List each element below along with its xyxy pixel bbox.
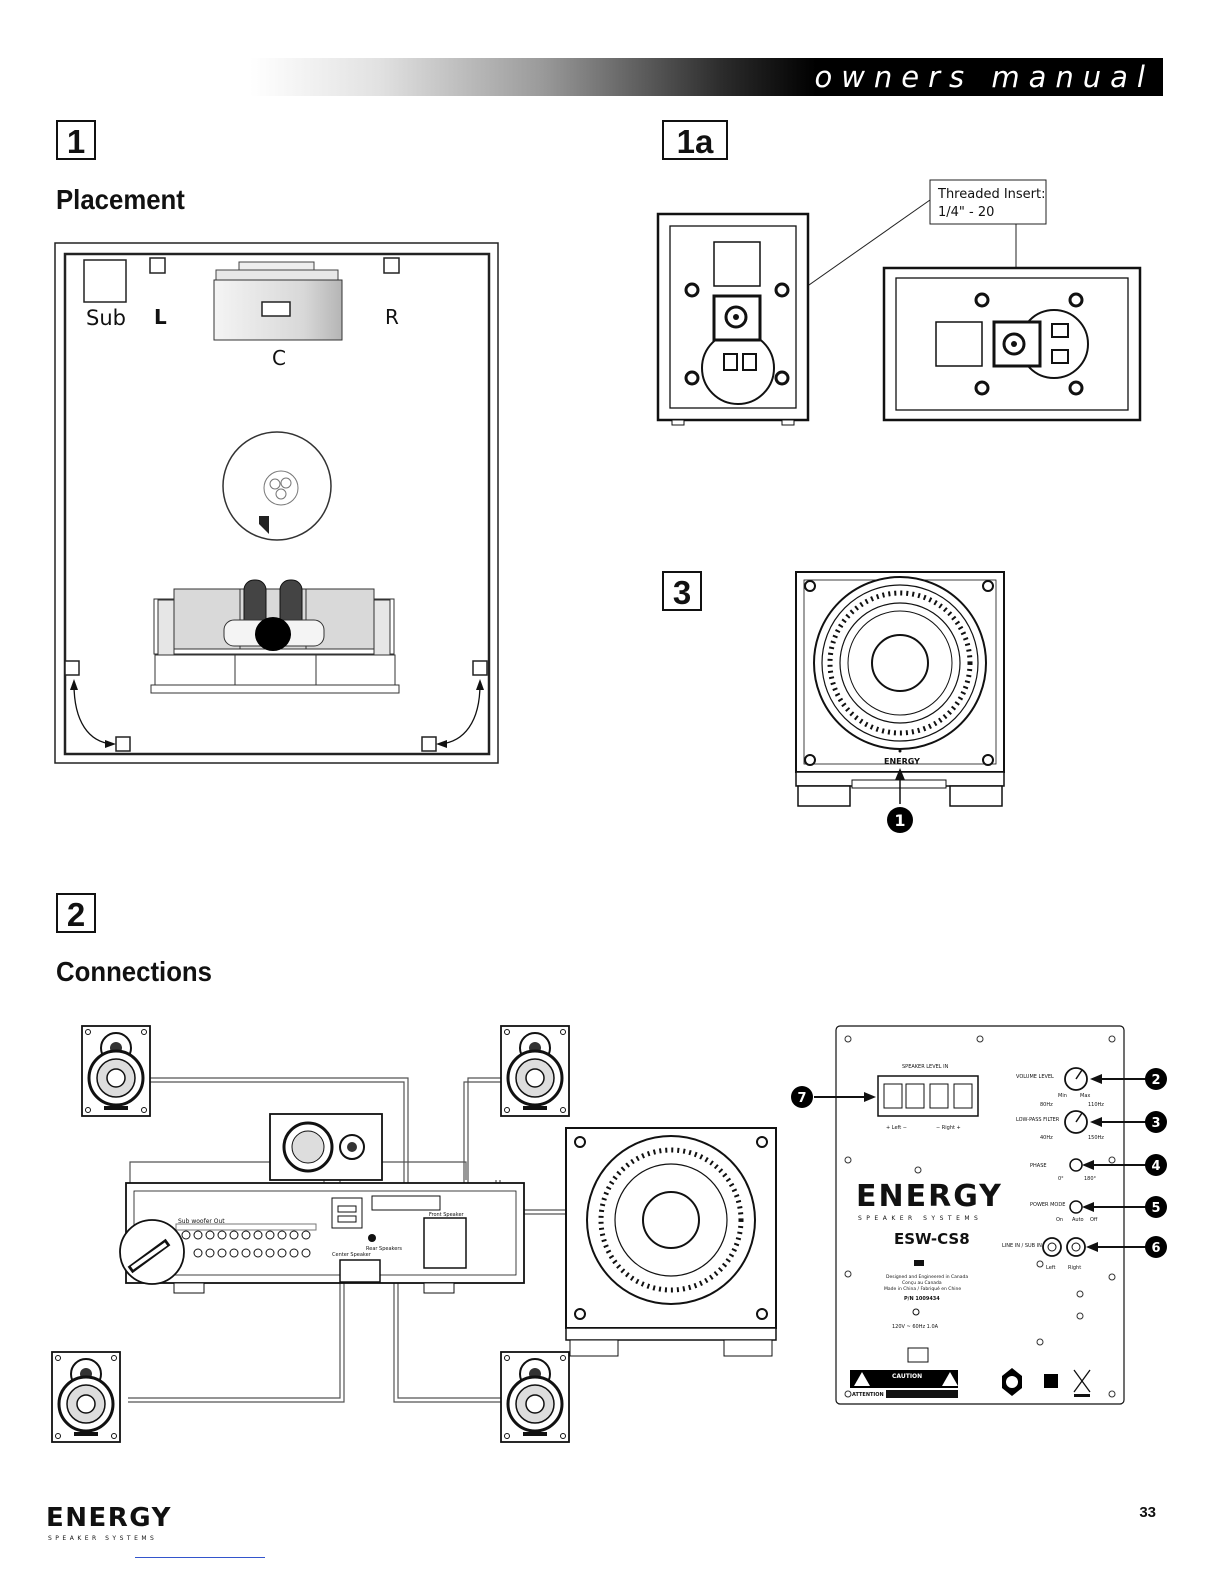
- svg-text:40Hz: 40Hz: [1040, 1135, 1053, 1141]
- svg-text:SPEAKER SYSTEMS: SPEAKER SYSTEMS: [858, 1215, 982, 1222]
- power-mode-switch: [1069, 1200, 1083, 1214]
- section-2-number: 2: [56, 893, 96, 933]
- svg-text:5: 5: [1151, 1201, 1160, 1216]
- section-3-number: 3: [662, 571, 702, 611]
- section-1-title: Placement: [56, 184, 185, 215]
- svg-text:2: 2: [1151, 1073, 1160, 1088]
- svg-text:150Hz: 150Hz: [1088, 1135, 1104, 1141]
- footer-logo: ENERGY SPEAKER SYSTEMS: [46, 1503, 172, 1542]
- right-label: R: [385, 305, 399, 329]
- subwoofer-back-panel: SPEAKER LEVEL IN + Left − − Right + VOLU…: [791, 1025, 1167, 1405]
- svg-text:Designed and Engineered in Can: Designed and Engineered in Canada: [886, 1274, 968, 1280]
- svg-text:On: On: [1056, 1217, 1063, 1223]
- side-right-speaker-symbol: [472, 660, 488, 676]
- svg-text:SPEAKER LEVEL IN: SPEAKER LEVEL IN: [902, 1064, 949, 1070]
- footer-link-underline: [135, 1557, 265, 1558]
- svg-text:4: 4: [1151, 1159, 1160, 1174]
- right-speaker-symbol: [383, 257, 400, 274]
- callout-5: 5: [1082, 1196, 1167, 1218]
- svg-text:LOW-PASS FILTER: LOW-PASS FILTER: [1016, 1117, 1060, 1123]
- sub-label: Sub: [86, 306, 126, 330]
- svg-text:POWER MODE: POWER MODE: [1030, 1202, 1065, 1208]
- svg-text:1/4" - 20: 1/4" - 20: [938, 205, 994, 220]
- svg-text:− Right +: − Right +: [936, 1125, 961, 1131]
- rear-right-speaker: [499, 1350, 571, 1444]
- header-bar: [250, 58, 1163, 96]
- svg-text:CAUTION: CAUTION: [892, 1373, 922, 1380]
- svg-text:P/N 1009434: P/N 1009434: [904, 1296, 940, 1302]
- svg-text:Auto: Auto: [1072, 1217, 1084, 1223]
- svg-text:0°: 0°: [1058, 1176, 1064, 1182]
- panel-brand: ENERGY: [856, 1179, 1003, 1214]
- section-2-title: Connections: [56, 956, 212, 987]
- svg-text:Center Speaker: Center Speaker: [332, 1252, 372, 1258]
- svg-text:ATTENTION: ATTENTION: [852, 1392, 884, 1398]
- svg-text:1: 1: [894, 811, 905, 830]
- svg-text:Rear Speakers: Rear Speakers: [366, 1246, 402, 1252]
- callout-7: 7: [791, 1086, 876, 1108]
- section-1-number: 1: [56, 120, 96, 160]
- callout-3: 3: [1090, 1111, 1167, 1133]
- front-left-speaker: [80, 1024, 152, 1118]
- callout-4: 4: [1082, 1154, 1167, 1176]
- svg-text:120V ~ 60Hz 1.0A: 120V ~ 60Hz 1.0A: [892, 1324, 939, 1330]
- svg-text:Right: Right: [1068, 1265, 1081, 1271]
- rear-left-speaker-symbol: [115, 736, 131, 752]
- subwoofer-symbol: [83, 259, 127, 303]
- svg-text:7: 7: [797, 1091, 806, 1106]
- svg-text:80Hz: 80Hz: [1040, 1102, 1053, 1108]
- svg-text:Conçu au Canada: Conçu au Canada: [902, 1280, 942, 1286]
- phase-switch: [1069, 1158, 1083, 1172]
- svg-text:Made in China / Fabriqué en Ch: Made in China / Fabriqué en Chine: [884, 1285, 961, 1292]
- placement-diagram: Sub L C R: [54, 242, 499, 764]
- rear-right-speaker-symbol: [421, 736, 437, 752]
- subwoofer-front-diagram: ENERGY 1: [795, 571, 1005, 833]
- svg-text:Front Speaker: Front Speaker: [429, 1212, 465, 1218]
- svg-text:180°: 180°: [1084, 1176, 1097, 1182]
- front-right-speaker: [499, 1024, 571, 1118]
- side-left-speaker-symbol: [64, 660, 80, 676]
- svg-text:Off: Off: [1090, 1217, 1098, 1223]
- section-1a-number: 1a: [662, 120, 728, 160]
- svg-text:Left: Left: [1046, 1265, 1055, 1271]
- svg-text:VOLUME LEVEL: VOLUME LEVEL: [1016, 1074, 1054, 1080]
- threaded-insert-callout: [929, 179, 1047, 225]
- left-speaker-symbol: [149, 257, 166, 274]
- svg-text:3: 3: [1151, 1116, 1160, 1131]
- coffee-table: [222, 431, 332, 541]
- svg-text:Min: Min: [1058, 1093, 1067, 1099]
- listener-symbol: [255, 617, 291, 651]
- center-speaker-symbol: [261, 301, 291, 317]
- left-label: L: [154, 305, 167, 329]
- subwoofer-badge: ENERGY: [884, 757, 920, 766]
- callout-2: 2: [1090, 1068, 1167, 1090]
- callout-1-marker: [887, 807, 913, 833]
- svg-text:Max: Max: [1080, 1093, 1090, 1099]
- svg-text:PHASE: PHASE: [1030, 1163, 1047, 1169]
- page-number: 33: [1139, 1504, 1156, 1521]
- svg-text:LINE IN / SUB IN: LINE IN / SUB IN: [1002, 1243, 1042, 1249]
- svg-text:Threaded Insert:: Threaded Insert:: [937, 187, 1046, 202]
- rear-left-speaker: [50, 1350, 122, 1444]
- panel-model: ESW-CS8: [894, 1230, 970, 1248]
- svg-text:ENERGY: ENERGY: [46, 1503, 172, 1533]
- wall-mount-diagram: Threaded Insert: 1/4" - 20: [656, 179, 1142, 426]
- center-label: C: [272, 346, 286, 370]
- svg-text:Sub woofer Out: Sub woofer Out: [178, 1218, 225, 1225]
- callout-6: 6: [1086, 1236, 1167, 1258]
- svg-text:+ Left −: + Left −: [886, 1125, 907, 1131]
- svg-text:6: 6: [1151, 1241, 1160, 1256]
- header-title: owners manual: [814, 60, 1154, 94]
- connections-diagram: Sub woofer Out Center Speaker Rear Speak…: [50, 1024, 777, 1444]
- svg-text:110Hz: 110Hz: [1088, 1102, 1104, 1108]
- svg-text:SPEAKER SYSTEMS: SPEAKER SYSTEMS: [48, 1535, 157, 1542]
